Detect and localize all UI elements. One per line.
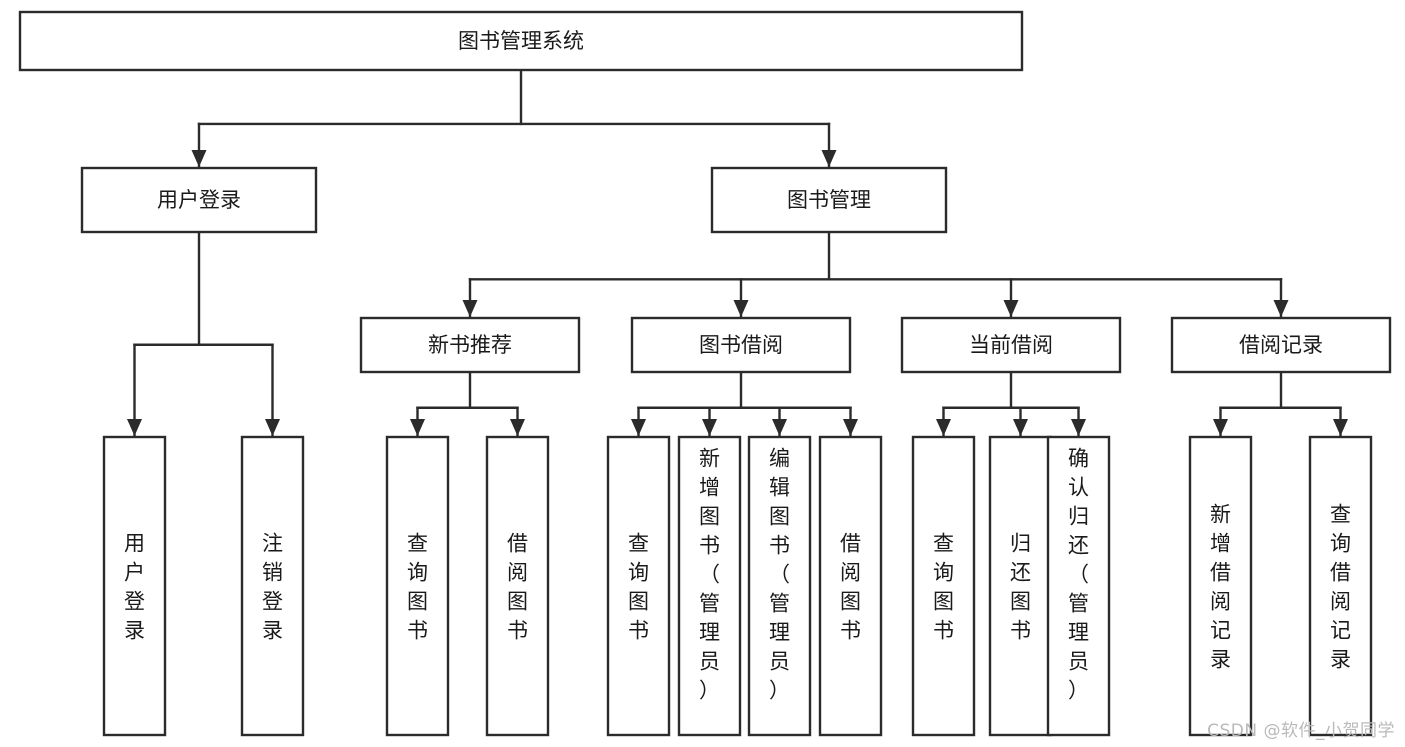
- node-label: 图书管理: [787, 188, 871, 212]
- connectors-layer: [127, 68, 1348, 438]
- arrow-head-icon: [1071, 419, 1086, 436]
- node-box[interactable]: [900, 316, 1122, 374]
- arrow-head-icon: [265, 419, 280, 436]
- node-level2-book-management[interactable]: 图书管理: [710, 166, 948, 234]
- node-level3-new-book-recommend[interactable]: 新书推荐: [359, 316, 581, 374]
- node-label: 借阅图书: [507, 532, 528, 643]
- connector-c-borrow-to-leaves: [631, 370, 858, 438]
- node-box[interactable]: [818, 435, 883, 737]
- arrow-head-icon: [631, 419, 646, 436]
- node-box[interactable]: [80, 166, 318, 234]
- node-leaf-leaf-edit-book[interactable]: 编辑图书（管理员）: [747, 435, 812, 737]
- connector-c-root-to-level2: [191, 68, 837, 169]
- node-box[interactable]: [18, 10, 1024, 72]
- arrow-head-icon: [410, 419, 425, 436]
- node-leaf-leaf-borrow-book[interactable]: 借阅图书: [818, 435, 883, 737]
- node-box[interactable]: [747, 435, 812, 737]
- arrow-head-icon: [1013, 419, 1028, 436]
- node-level3-book-borrow[interactable]: 图书借阅: [630, 316, 852, 374]
- node-leaf-leaf-borrow-book-recommend[interactable]: 借阅图书: [485, 435, 550, 737]
- node-label: 查询图书: [933, 532, 954, 643]
- node-box[interactable]: [240, 435, 305, 737]
- node-box[interactable]: [1188, 435, 1253, 737]
- node-label: 图书管理系统: [458, 29, 584, 53]
- node-box[interactable]: [988, 435, 1053, 737]
- connector-c-userlogin-to-leaves: [127, 230, 280, 438]
- arrow-head-icon: [733, 300, 749, 317]
- node-label: 新增图书（管理员）: [699, 447, 720, 703]
- node-box[interactable]: [911, 435, 976, 737]
- arrow-head-icon: [936, 419, 951, 436]
- node-label: 确认归还（管理员）: [1068, 447, 1089, 703]
- arrow-head-icon: [821, 150, 837, 167]
- node-label: 用户登录: [157, 188, 241, 212]
- node-label: 借阅记录: [1239, 333, 1323, 357]
- node-leaf-leaf-logout[interactable]: 注销登录: [240, 435, 305, 737]
- arrow-head-icon: [510, 419, 525, 436]
- arrow-head-icon: [1213, 419, 1228, 436]
- nodes-layer: 图书管理系统用户登录图书管理新书推荐图书借阅当前借阅借阅记录用户登录注销登录查询…: [18, 10, 1392, 737]
- arrow-head-icon: [1003, 300, 1019, 317]
- node-box[interactable]: [385, 435, 450, 737]
- node-box[interactable]: [677, 435, 742, 737]
- node-box[interactable]: [606, 435, 671, 737]
- node-leaf-leaf-query-book-current[interactable]: 查询图书: [911, 435, 976, 737]
- node-label: 新增借阅记录: [1210, 503, 1231, 672]
- connector-c-bookmgmt-to-level3: [462, 230, 1289, 319]
- node-label: 查询图书: [407, 532, 428, 643]
- node-label: 编辑图书（管理员）: [769, 447, 790, 703]
- node-level3-borrow-record[interactable]: 借阅记录: [1170, 316, 1392, 374]
- node-box[interactable]: [102, 435, 167, 737]
- arrow-head-icon: [1333, 419, 1348, 436]
- connector-c-record-to-leaves: [1213, 370, 1348, 438]
- node-box[interactable]: [630, 316, 852, 374]
- arrow-head-icon: [462, 300, 478, 317]
- node-box[interactable]: [1170, 316, 1392, 374]
- node-leaf-leaf-add-borrow-record[interactable]: 新增借阅记录: [1188, 435, 1253, 737]
- node-box[interactable]: [1308, 435, 1373, 737]
- node-box[interactable]: [359, 316, 581, 374]
- node-label: 新书推荐: [428, 333, 512, 357]
- node-leaf-leaf-user-login[interactable]: 用户登录: [102, 435, 167, 737]
- connector-c-recommend-to-leaves: [410, 370, 525, 438]
- node-leaf-leaf-confirm-return[interactable]: 确认归还（管理员）: [1046, 435, 1111, 737]
- node-label: 借阅图书: [840, 532, 861, 643]
- arrow-head-icon: [1273, 300, 1289, 317]
- node-label: 归还图书: [1010, 532, 1031, 643]
- node-level2-user-login[interactable]: 用户登录: [80, 166, 318, 234]
- arrow-head-icon: [843, 419, 858, 436]
- node-root-root[interactable]: 图书管理系统: [18, 10, 1024, 72]
- node-label: 查询借阅记录: [1330, 503, 1351, 672]
- node-leaf-leaf-query-book-recommend[interactable]: 查询图书: [385, 435, 450, 737]
- node-label: 用户登录: [124, 532, 145, 643]
- node-leaf-leaf-query-book-borrow[interactable]: 查询图书: [606, 435, 671, 737]
- node-label: 当前借阅: [969, 333, 1053, 357]
- arrow-head-icon: [702, 419, 717, 436]
- node-level3-current-borrow[interactable]: 当前借阅: [900, 316, 1122, 374]
- node-label: 注销登录: [262, 532, 283, 643]
- node-box[interactable]: [1046, 435, 1111, 737]
- connector-c-current-to-leaves: [936, 370, 1086, 438]
- node-leaf-leaf-add-book[interactable]: 新增图书（管理员）: [677, 435, 742, 737]
- arrow-head-icon: [772, 419, 787, 436]
- node-label: 查询图书: [628, 532, 649, 643]
- node-box[interactable]: [710, 166, 948, 234]
- arrow-head-icon: [191, 150, 207, 167]
- arrow-head-icon: [127, 419, 142, 436]
- node-leaf-leaf-query-borrow-record[interactable]: 查询借阅记录: [1308, 435, 1373, 737]
- node-label: 图书借阅: [699, 333, 783, 357]
- node-leaf-leaf-return-book[interactable]: 归还图书: [988, 435, 1053, 737]
- node-box[interactable]: [485, 435, 550, 737]
